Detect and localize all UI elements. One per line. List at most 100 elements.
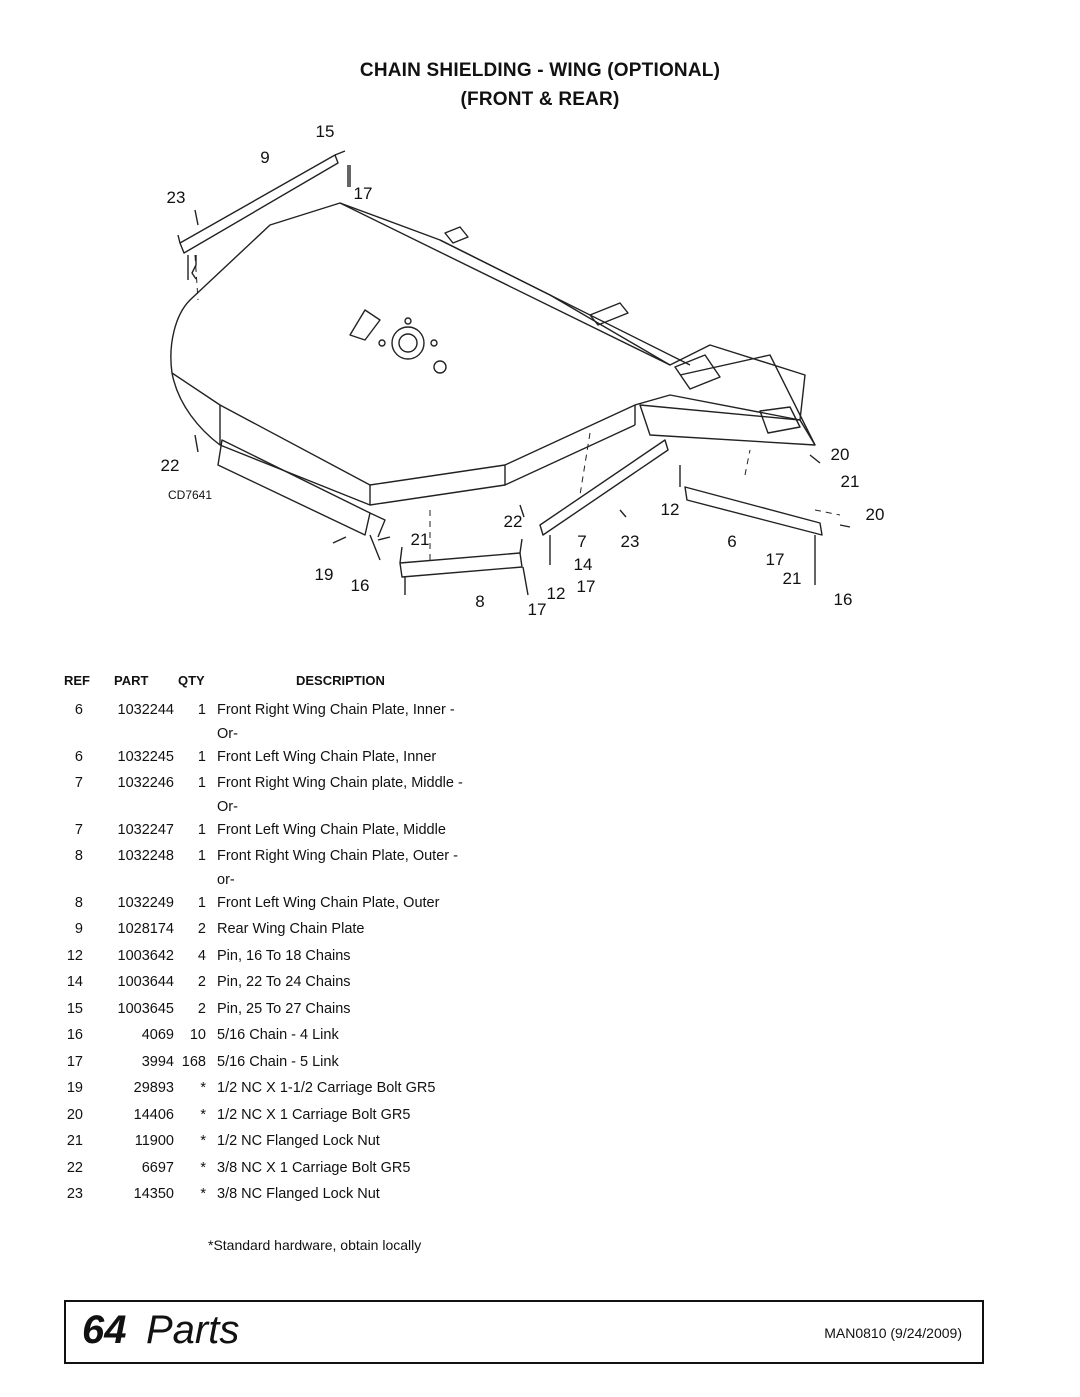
gearbox-hole	[391, 326, 425, 360]
cell-part: 14406	[133, 1106, 174, 1123]
callout-17c: 17	[577, 577, 596, 596]
cell-ref: 15	[66, 1000, 83, 1017]
deck-rear-edge	[339, 202, 671, 366]
front-lower-plate	[399, 552, 523, 578]
callout-16: 16	[834, 590, 853, 609]
doc-id: MAN0810 (9/24/2009)	[824, 1325, 962, 1341]
cell-ref: 8	[74, 848, 83, 864]
cell-ref: 19	[66, 1080, 83, 1096]
cell-part: 1032247	[117, 821, 174, 838]
page-footer: 64 Parts MAN0810 (9/24/2009)	[64, 1300, 984, 1364]
cell-part: 1032248	[117, 848, 174, 864]
cell-ref: 22	[66, 1159, 83, 1176]
callout-22b: 22	[504, 512, 523, 531]
cell-description: Front Right Wing Chain Plate, Outer -	[217, 848, 458, 864]
cell-description: 3/8 NC Flanged Lock Nut	[217, 1186, 380, 1202]
callout-12: 12	[661, 500, 680, 519]
cell-qty: 1	[197, 894, 206, 911]
front-middle-plate	[539, 439, 669, 536]
cell-part: 1028174	[117, 921, 174, 937]
callout-22: 22	[161, 456, 180, 475]
cell-ref: 17	[66, 1053, 83, 1070]
callout-14: 14	[574, 555, 593, 574]
callout-20: 20	[831, 445, 850, 464]
cell-ref: 12	[66, 947, 83, 964]
cell-qty: 2	[197, 974, 206, 990]
cell-description: 1/2 NC Flanged Lock Nut	[217, 1133, 380, 1149]
callout-21c: 21	[411, 530, 430, 549]
header-ref: REF	[64, 673, 90, 688]
page-number: 64	[82, 1308, 127, 1352]
cell-ref: 7	[74, 775, 83, 791]
cell-part: 4069	[141, 1027, 174, 1043]
cell-part: 29893	[133, 1080, 174, 1096]
callout-12b: 12	[547, 584, 566, 603]
rear-chain-plate	[179, 154, 339, 254]
cell-qty: 10	[189, 1027, 206, 1043]
cell-qty: 4	[197, 947, 206, 964]
cell-ref: 7	[74, 821, 83, 838]
cell-description: Front Left Wing Chain Plate, Inner	[217, 748, 437, 765]
cell-ref: 23	[66, 1186, 83, 1202]
cell-ref: 16	[66, 1027, 83, 1043]
cell-ref: 6	[74, 748, 83, 765]
cell-part: 11900	[134, 1133, 174, 1149]
callout-17d: 17	[528, 600, 547, 619]
cell-ref: 6	[74, 702, 83, 718]
page-title: CHAIN SHIELDING - WING (OPTIONAL)	[359, 60, 721, 81]
callout-7: 7	[577, 532, 586, 551]
deck-outline	[170, 202, 806, 486]
cell-ref: 8	[74, 894, 83, 911]
cell-note: or-	[217, 872, 235, 888]
callout-17: 17	[354, 184, 373, 203]
cell-description: 1/2 NC X 1 Carriage Bolt GR5	[217, 1106, 411, 1123]
cell-description: 1/2 NC X 1-1/2 Carriage Bolt GR5	[217, 1080, 436, 1096]
cell-part: 6697	[141, 1159, 174, 1176]
cell-qty: *	[200, 1080, 206, 1096]
cell-description: Pin, 16 To 18 Chains	[217, 947, 351, 964]
cell-qty: *	[200, 1106, 206, 1123]
chain	[187, 165, 351, 280]
cell-qty: 1	[197, 748, 206, 765]
cell-qty: 1	[197, 702, 206, 718]
callout-20b: 20	[866, 505, 885, 524]
cell-part: 1003645	[117, 1000, 174, 1017]
figure-code: CD7641	[168, 488, 212, 502]
cell-ref: 9	[74, 921, 83, 937]
cell-part: 1032246	[117, 775, 174, 791]
cell-ref: 14	[66, 974, 83, 990]
cell-qty: 168	[181, 1053, 206, 1070]
cell-qty: 1	[197, 848, 206, 864]
cell-part: 1032244	[117, 702, 174, 718]
cell-description: Front Left Wing Chain Plate, Outer	[217, 894, 440, 911]
footnote: *Standard hardware, obtain locally	[208, 1237, 422, 1253]
cell-part: 3994	[141, 1053, 174, 1070]
callout-21: 21	[841, 472, 860, 491]
cell-description: 5/16 Chain - 5 Link	[217, 1053, 339, 1070]
callout-23b: 23	[621, 532, 640, 551]
cell-part: 14350	[133, 1186, 174, 1202]
cell-part: 1003644	[117, 974, 174, 990]
header-qty: QTY	[178, 673, 205, 688]
deck-skirt	[171, 372, 636, 506]
cell-description: Front Right Wing Chain plate, Middle -	[217, 775, 463, 791]
callout-19: 19	[315, 565, 334, 584]
cell-qty: *	[200, 1159, 206, 1176]
callout-6: 6	[727, 532, 736, 551]
parts-diagram: 15 9 23 17 20 21 20 22 22 7 23 12 6 17 2…	[161, 122, 885, 619]
front-right-plate	[684, 486, 823, 536]
cell-note: Or-	[217, 799, 238, 815]
cell-description: 3/8 NC X 1 Carriage Bolt GR5	[217, 1159, 411, 1176]
front-left-plate	[217, 439, 371, 536]
callout-8: 8	[475, 592, 484, 611]
cell-part: 1032249	[117, 894, 174, 911]
callout-23: 23	[167, 188, 186, 207]
cell-description: Front Right Wing Chain Plate, Inner -	[217, 702, 455, 718]
hitch-beam	[639, 404, 816, 446]
cell-part: 1003642	[117, 947, 174, 964]
cell-description: 5/16 Chain - 4 Link	[217, 1027, 339, 1043]
cell-qty: 2	[197, 921, 206, 937]
cell-description: Pin, 22 To 24 Chains	[217, 974, 351, 990]
cell-qty: 1	[197, 775, 206, 791]
header-part: PART	[114, 673, 149, 688]
